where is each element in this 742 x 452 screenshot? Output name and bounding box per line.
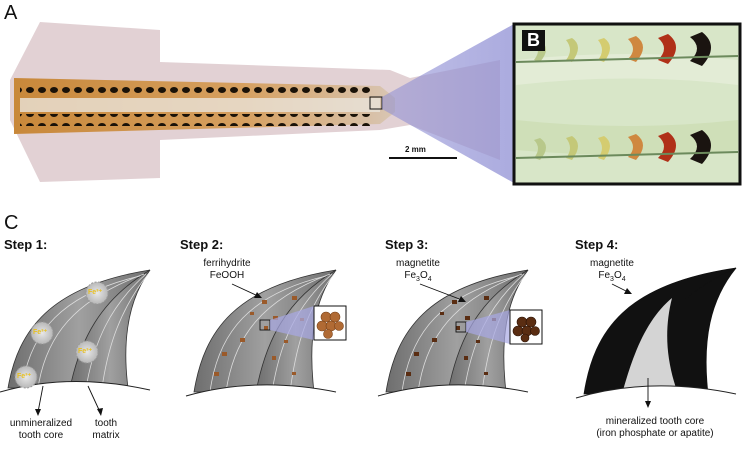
mineralized-core-label: mineralized tooth core bbox=[605, 416, 705, 427]
ferrihydrite-cluster bbox=[316, 311, 344, 339]
fe3-label: Fe³⁺ bbox=[88, 289, 103, 296]
fe3-ion bbox=[75, 340, 99, 364]
fe3-label: Fe³⁺ bbox=[78, 348, 93, 355]
scale-bar bbox=[389, 157, 457, 159]
lower-tooth-row bbox=[20, 114, 370, 126]
magnetite-label: magnetite bbox=[396, 258, 440, 269]
step-1-tooth bbox=[0, 269, 151, 416]
fe3-ion bbox=[85, 281, 109, 305]
scale-bar-label: 2 mm bbox=[405, 145, 426, 154]
fe3-ion bbox=[14, 365, 38, 389]
step-3-tooth bbox=[377, 269, 543, 397]
unmineralized-core-label: unmineralized tooth core bbox=[9, 418, 73, 441]
ferrihydrite-formula: FeOOH bbox=[209, 270, 245, 281]
panel-c-letter: C bbox=[4, 212, 19, 234]
step-4-tooth bbox=[575, 267, 737, 408]
fe3-label: Fe³⁺ bbox=[33, 329, 48, 336]
radula-micrograph bbox=[10, 22, 742, 186]
fe3-label: Fe³⁺ bbox=[17, 373, 32, 380]
magnetite-formula-4: Fe3O4 bbox=[598, 270, 626, 283]
upper-tooth-row bbox=[20, 84, 370, 96]
step-1-title: Step 1: bbox=[4, 237, 48, 252]
magnetite-label-4: magnetite bbox=[590, 258, 634, 269]
fe3-ion bbox=[30, 321, 54, 345]
step-4-title: Step 4: bbox=[575, 237, 619, 252]
panel-a-letter: A bbox=[4, 2, 18, 24]
mineralized-core bbox=[622, 298, 678, 394]
step-2-tooth bbox=[185, 269, 347, 397]
mineralized-core-sub: (iron phosphate or apatite) bbox=[596, 428, 714, 439]
step-3-title: Step 3: bbox=[385, 237, 429, 252]
ferrihydrite-label: ferrihydrite bbox=[203, 258, 251, 269]
panel-b-letter: B bbox=[522, 30, 545, 51]
magnetite-cluster bbox=[512, 316, 540, 343]
magnetite-formula: Fe3O4 bbox=[404, 270, 432, 283]
zoom-cone bbox=[382, 24, 514, 183]
central-row bbox=[20, 98, 380, 112]
tooth-matrix-label: tooth matrix bbox=[92, 418, 120, 441]
step-2-title: Step 2: bbox=[180, 237, 224, 252]
